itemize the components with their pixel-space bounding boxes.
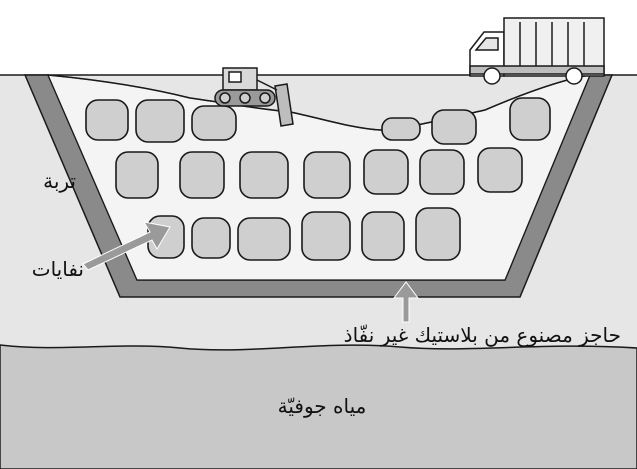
- waste-block: [238, 218, 290, 260]
- waste-block: [116, 152, 158, 198]
- soil-label: تربة: [43, 169, 76, 193]
- groundwater-label: مياه جوفيّة: [278, 394, 367, 418]
- waste-block: [240, 152, 288, 198]
- waste-block: [364, 150, 408, 194]
- barrier-label: حاجز مصنوع من بلاستيك غير نفّاذ: [344, 323, 621, 347]
- waste-block: [192, 218, 230, 258]
- waste-block: [420, 150, 464, 194]
- garbage-truck-icon: [470, 18, 604, 84]
- waste-block: [86, 100, 128, 140]
- waste-block: [304, 152, 350, 198]
- waste-block: [136, 100, 184, 142]
- waste-block: [180, 152, 224, 198]
- waste-block: [510, 98, 550, 140]
- waste-block: [416, 208, 460, 260]
- waste-block: [192, 106, 236, 140]
- waste-block: [302, 212, 350, 260]
- waste-block: [478, 148, 522, 192]
- waste-block: [382, 118, 420, 140]
- waste-block: [362, 212, 404, 260]
- waste-block: [432, 110, 476, 144]
- waste-label: نفايات: [32, 257, 84, 281]
